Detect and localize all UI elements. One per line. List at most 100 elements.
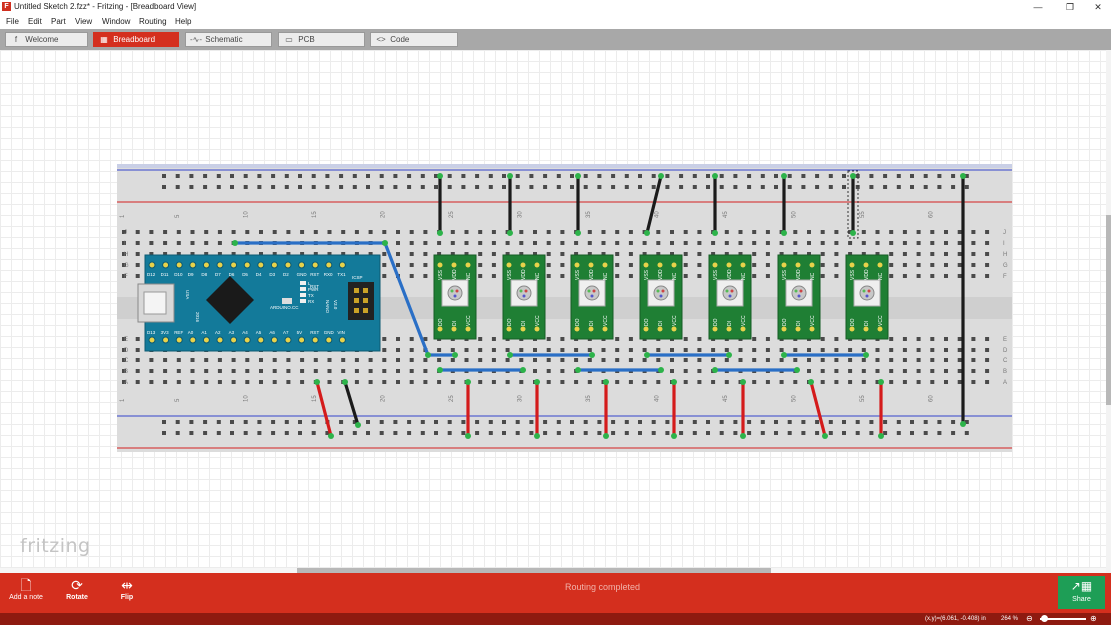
breadboard-hole: [930, 252, 935, 256]
menu-help[interactable]: Help: [175, 17, 192, 26]
rail-hole: [923, 420, 928, 424]
rail-hole: [855, 431, 860, 435]
breadboard-hole: [341, 369, 346, 373]
breadboard-hole: [820, 263, 825, 267]
rail-hole: [311, 420, 316, 424]
rail-hole: [216, 174, 221, 178]
breadboard-hole: [752, 380, 757, 384]
breadboard-hole: [437, 380, 442, 384]
horizontal-scrollbar[interactable]: [0, 568, 1106, 573]
breadboard-hole: [916, 252, 921, 256]
tab-schematic[interactable]: -∿- Schematic: [185, 32, 272, 47]
rail-hole: [352, 174, 357, 178]
power-wire[interactable]: [315, 380, 333, 438]
minimize-button[interactable]: —: [1033, 2, 1043, 12]
zoom-in-icon[interactable]: ⊕: [1090, 614, 1097, 623]
flip-button[interactable]: ⇹ Flip: [113, 576, 141, 601]
breadboard-hole: [944, 337, 948, 341]
led-module-board[interactable]: [570, 254, 614, 340]
wire-endpoint: [781, 230, 787, 236]
menu-routing[interactable]: Routing: [139, 17, 167, 26]
breadboard-hole: [409, 337, 414, 341]
module-pin: [781, 326, 787, 332]
led: [300, 293, 306, 297]
rail-hole: [515, 431, 520, 435]
menu-edit[interactable]: Edit: [28, 17, 42, 26]
wire-endpoint: [452, 352, 458, 358]
breadboard-hole: [971, 230, 976, 234]
breadboard-hole: [519, 380, 524, 384]
breadboard-hole: [930, 380, 935, 384]
ground-wire[interactable]: [645, 174, 663, 235]
module-pin: [877, 326, 883, 332]
menu-part[interactable]: Part: [51, 17, 66, 26]
vertical-scrollbar[interactable]: [1106, 50, 1111, 573]
rail-hole: [543, 185, 548, 189]
menu-view[interactable]: View: [75, 17, 93, 26]
zoom-slider[interactable]: [1040, 618, 1086, 620]
zoom-slider-handle[interactable]: [1041, 615, 1048, 622]
horizontal-scroll-thumb[interactable]: [297, 568, 771, 573]
rotate-button[interactable]: ⟳ Rotate: [60, 576, 94, 601]
ground-wire[interactable]: [343, 380, 360, 427]
rail-hole: [556, 185, 561, 189]
row-letter: B: [124, 369, 128, 375]
breadboard-hole: [615, 241, 620, 245]
breadboard-drawing[interactable]: 1155101015152020252530303535404045455050…: [0, 50, 1111, 573]
zoom-out-icon[interactable]: ⊖: [1026, 614, 1033, 623]
breadboard-hole: [423, 274, 428, 278]
share-button[interactable]: ↗▦ Share: [1058, 576, 1105, 609]
breadboard-hole: [272, 358, 277, 362]
wires[interactable]: [232, 170, 966, 439]
breadboard-hole: [670, 241, 674, 245]
row-letter: J: [124, 230, 127, 236]
rail-hole: [352, 431, 357, 435]
data-wire[interactable]: [233, 241, 457, 357]
tab-code[interactable]: <> Code: [370, 32, 458, 47]
breadboard-hole: [464, 348, 469, 352]
maximize-button[interactable]: ❐: [1065, 2, 1075, 12]
breadboard-hole: [902, 358, 907, 362]
rail-hole: [271, 174, 276, 178]
reset-button[interactable]: [282, 298, 292, 304]
vertical-scroll-thumb[interactable]: [1106, 215, 1111, 405]
tab-breadboard[interactable]: ▦ Breadboard: [93, 32, 179, 47]
share-label: Share: [1072, 596, 1091, 603]
breadboard-hole: [368, 380, 373, 384]
rail-hole: [447, 420, 452, 424]
rail-hole: [556, 420, 561, 424]
breadboard-hole: [820, 348, 825, 352]
add-note-button[interactable]: 🗋 Add a note: [6, 576, 46, 601]
schematic-icon: -∿-: [189, 35, 203, 44]
row-letter: C: [1003, 358, 1008, 364]
breadboard-hole: [834, 274, 839, 278]
rail-hole: [760, 185, 765, 189]
row-letter: G: [124, 263, 129, 269]
rail-hole: [298, 185, 302, 189]
rail-hole: [475, 420, 480, 424]
tab-welcome[interactable]: f Welcome: [5, 32, 88, 47]
breadboard-hole: [656, 358, 661, 362]
rail-hole: [434, 185, 438, 189]
rail-hole: [284, 420, 289, 424]
arduino-pin: [338, 336, 346, 344]
rail-hole: [815, 431, 820, 435]
tab-pcb[interactable]: ▭ PCB: [278, 32, 365, 47]
arduino-board[interactable]: [144, 254, 381, 352]
rail-hole: [964, 174, 969, 178]
close-button[interactable]: ✕: [1094, 2, 1102, 12]
power-wire[interactable]: [809, 380, 827, 438]
menu-file[interactable]: File: [6, 17, 19, 26]
menu-window[interactable]: Window: [102, 17, 131, 26]
